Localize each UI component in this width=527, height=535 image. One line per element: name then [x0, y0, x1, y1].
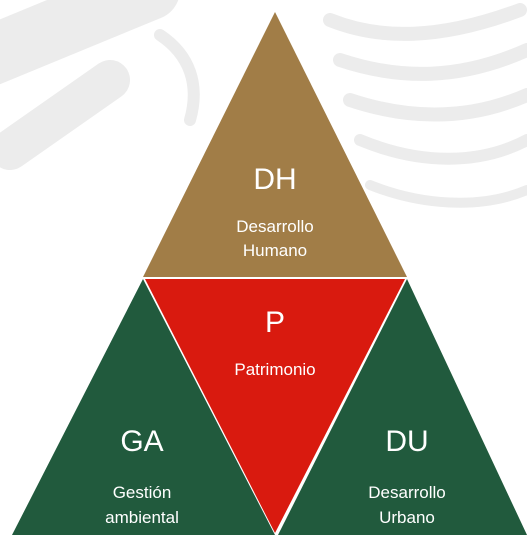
dh-abbreviation: DH: [253, 163, 297, 196]
dh-label-line-2: Humano: [242, 241, 308, 260]
p-label: Patrimonio: [234, 360, 316, 379]
desarrollo-urbano-triangle: [278, 279, 527, 535]
du-abbreviation: DU: [385, 425, 429, 458]
dh-label-line-1: Desarrollo: [236, 217, 314, 236]
p-abbreviation: P: [264, 306, 286, 339]
du-label-line-2: Urbano: [379, 508, 435, 527]
desarrollo-humano-triangle: [143, 12, 407, 277]
ga-abbreviation: GA: [120, 425, 164, 458]
gestion-ambiental-triangle: [12, 279, 275, 535]
ga-label-line-1: Gestión: [112, 483, 172, 502]
watermark: [0, 0, 527, 208]
ga-label-line-2: ambiental: [105, 508, 179, 527]
du-label-line-1: Desarrollo: [368, 483, 446, 502]
patrimonio-triangle: [145, 279, 405, 533]
